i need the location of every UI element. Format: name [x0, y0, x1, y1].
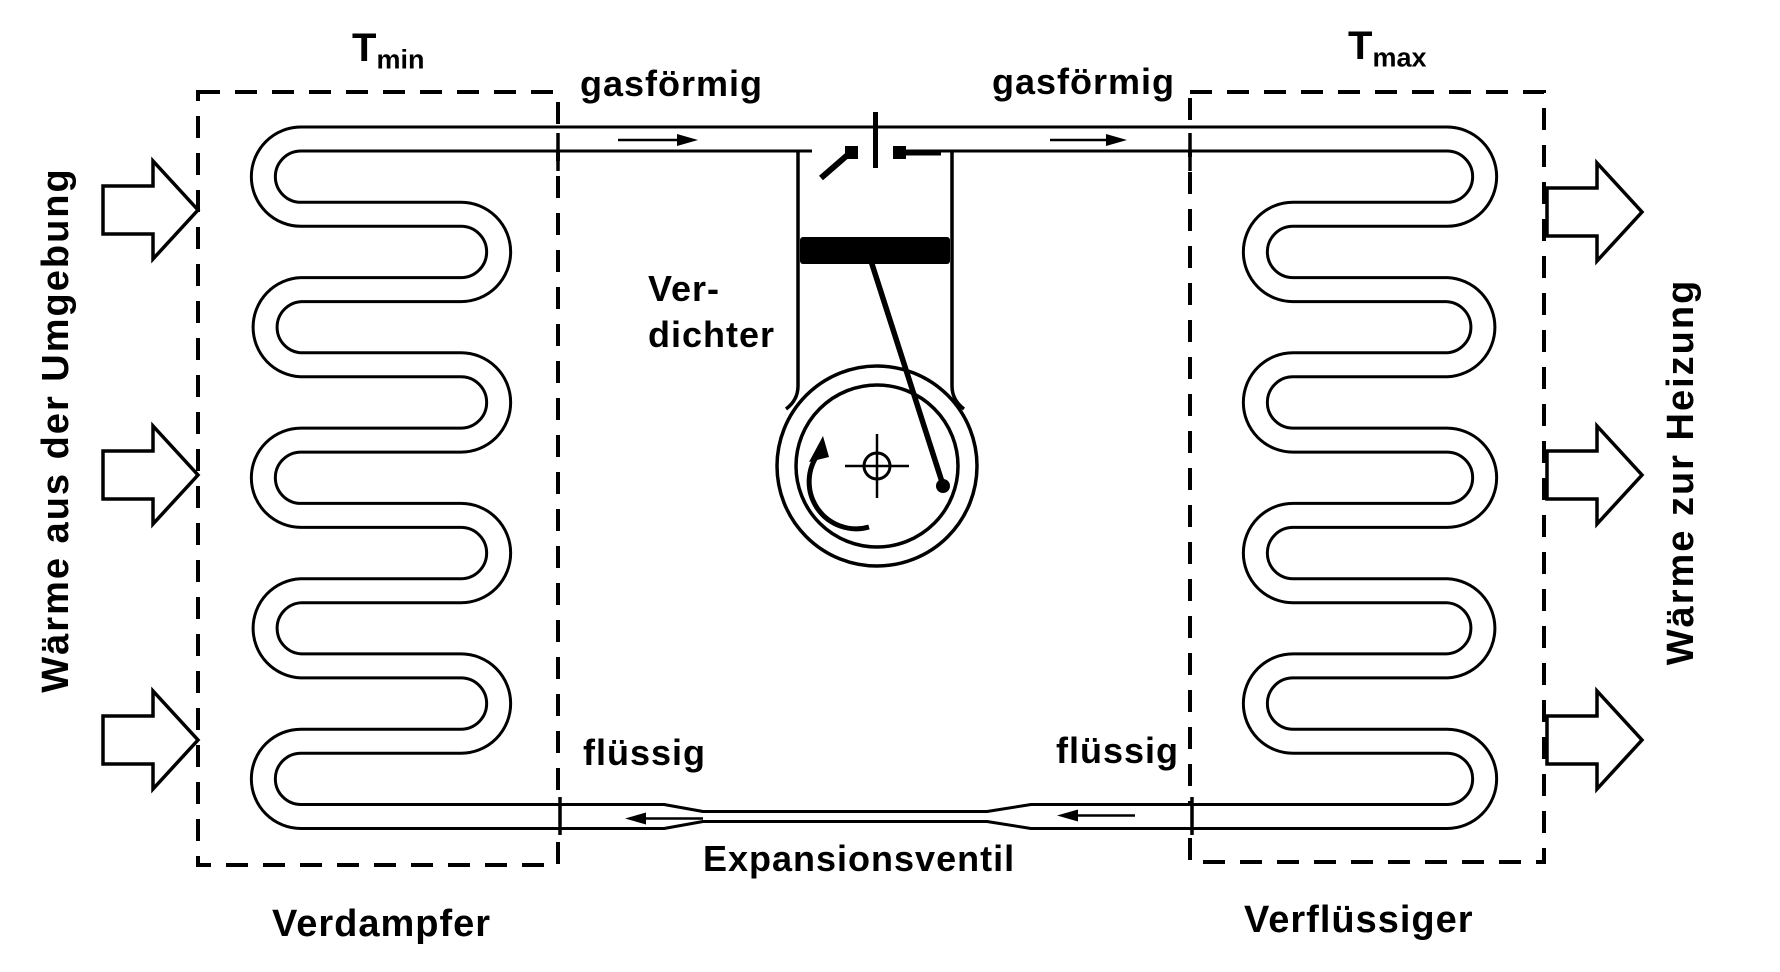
heat-in-arrow-1 — [101, 156, 201, 264]
connecting-rod — [868, 260, 946, 486]
discharge-valve-closed — [893, 146, 941, 159]
gas-label-left: gasförmig — [580, 63, 764, 104]
piston — [800, 237, 950, 264]
evaporator-coil — [249, 125, 665, 830]
crank-center-mark — [845, 434, 909, 498]
heat-sink-label: Wärme zur Heizung — [1660, 278, 1703, 666]
expansion-valve-label: Expansionsventil — [703, 838, 1016, 879]
evaporator-label: Verdampfer — [272, 903, 492, 945]
pipework-white — [252, 128, 1496, 827]
flow-arrow-gas-right — [1050, 134, 1127, 146]
t-max-label: Tmax — [1348, 24, 1427, 73]
t-min-label: Tmin — [352, 26, 425, 75]
boundary-crossing-ticks — [556, 133, 1194, 835]
heat-out-arrow-2 — [1545, 421, 1645, 529]
flow-arrow-liquid-right — [1057, 809, 1135, 822]
compressor-label: Ver- dichter — [648, 268, 776, 355]
heat-in-arrow-3 — [101, 686, 201, 794]
liquid-label-left: flüssig — [583, 732, 707, 773]
gas-label-right: gasförmig — [992, 61, 1176, 102]
heat-out-arrow-3 — [1545, 686, 1645, 794]
heat-in-arrow-2 — [101, 421, 201, 529]
suction-valve-open — [819, 146, 858, 181]
heat-out-arrow-1 — [1545, 158, 1645, 266]
condenser-label: Verflüssiger — [1244, 899, 1474, 941]
crank-pin — [936, 479, 950, 493]
cylinder-walls — [784, 152, 966, 411]
flywheel-outer — [775, 364, 979, 568]
flow-arrows — [618, 134, 1135, 825]
compressor — [775, 112, 979, 568]
flow-arrow-gas-left — [618, 134, 698, 146]
condenser-boundary-box — [1188, 90, 1546, 864]
flow-arrow-liquid-left — [625, 812, 703, 825]
liquid-label-right: flüssig — [1056, 730, 1180, 771]
rotation-arrow-icon — [806, 436, 870, 532]
heat-out-arrows — [1545, 158, 1645, 794]
valve-assembly — [819, 112, 941, 181]
heat-in-arrows — [101, 156, 201, 794]
flywheel-inner — [794, 383, 960, 549]
evaporator-boundary-box — [196, 90, 560, 867]
heat-source-label: Wärme aus der Umgebung — [35, 167, 78, 693]
expansion-valve — [662, 803, 1033, 830]
